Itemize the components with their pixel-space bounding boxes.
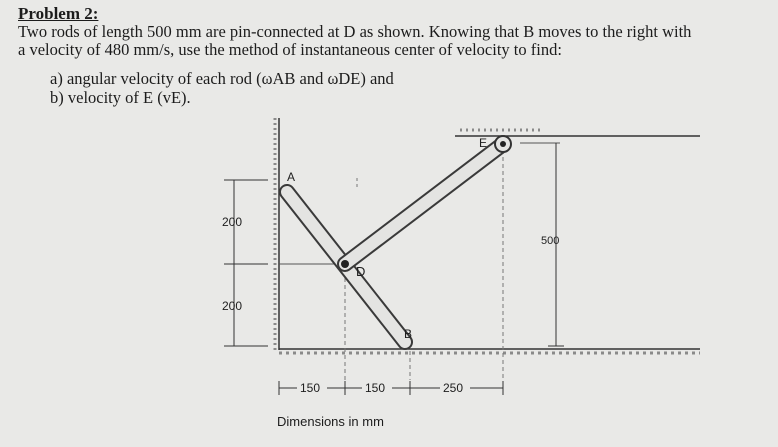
label-e: E bbox=[479, 136, 487, 150]
dim-bottom-2: 150 bbox=[365, 381, 385, 395]
dim-bottom-3: 250 bbox=[443, 381, 463, 395]
question-b: b) velocity of E (vE). bbox=[50, 88, 191, 107]
rod-de bbox=[337, 136, 511, 272]
label-a: A bbox=[287, 170, 295, 184]
bottom-dimension: 150 150 250 bbox=[278, 380, 504, 395]
dim-right: 500 bbox=[541, 235, 559, 247]
left-dimension: 200 200 bbox=[222, 179, 268, 347]
pin-e bbox=[500, 141, 506, 147]
dim-bottom-1: 150 bbox=[300, 381, 320, 395]
statement-line-1: Two rods of length 500 mm are pin-connec… bbox=[18, 22, 692, 41]
question-a: a) angular velocity of each rod (ωAB and… bbox=[50, 69, 394, 88]
dimensions-caption: Dimensions in mm bbox=[277, 414, 384, 429]
problem-statement: Two rods of length 500 mm are pin-connec… bbox=[18, 23, 768, 59]
dim-left-upper: 200 bbox=[222, 215, 242, 229]
right-dimension: 500 bbox=[541, 143, 564, 347]
problem-title: Problem 2: bbox=[18, 4, 99, 23]
label-b: B bbox=[404, 327, 412, 341]
dim-left-lower: 200 bbox=[222, 299, 242, 313]
label-d: D bbox=[356, 264, 365, 279]
statement-line-2: a velocity of 480 mm/s, use the method o… bbox=[18, 40, 562, 59]
pin-d bbox=[341, 260, 349, 268]
